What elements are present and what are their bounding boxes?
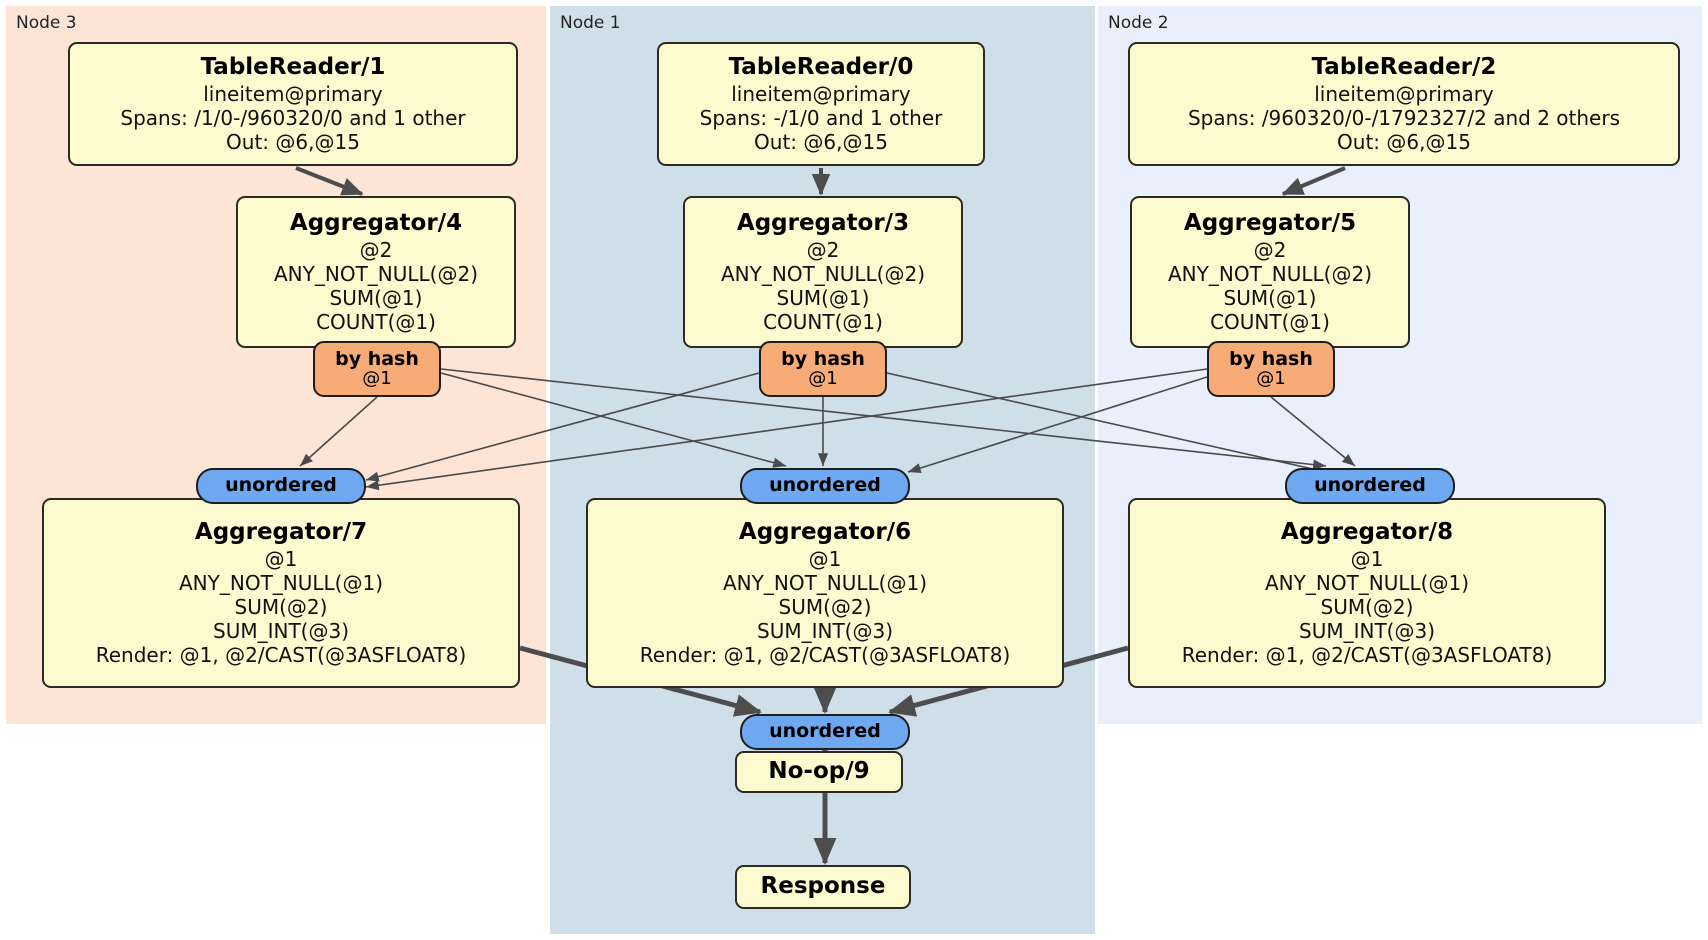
processor-detail-line: Out: @6,@15	[226, 129, 360, 154]
processor-detail-line: lineitem@primary	[731, 81, 911, 106]
badge-primary-label: by hash	[781, 347, 865, 370]
processor-detail-line: Render: @1, @2/CAST(@3ASFLOAT8)	[95, 642, 467, 667]
badge-unordered-agg8[interactable]: unordered	[1285, 468, 1455, 504]
processor-detail-line: SUM_INT(@3)	[757, 618, 893, 643]
processor-title: No-op/9	[768, 758, 870, 785]
processor-detail-line: Out: @6,@15	[754, 129, 888, 154]
edge-hash-to-unordered	[299, 396, 378, 467]
badge-primary-label: unordered	[769, 474, 881, 497]
processor-detail-line: lineitem@primary	[1314, 81, 1494, 106]
edge-hash-to-unordered	[1270, 396, 1356, 467]
processor-detail-line: SUM(@1)	[329, 285, 423, 310]
edge-reader-to-aggregator	[1281, 166, 1346, 196]
processor-title: Aggregator/5	[1183, 210, 1357, 237]
processor-detail-line: Render: @1, @2/CAST(@3ASFLOAT8)	[1181, 642, 1553, 667]
processor-title: TableReader/1	[200, 54, 386, 81]
processor-detail-line: @2	[1253, 237, 1287, 262]
processor-detail-line: SUM(@2)	[1320, 594, 1414, 619]
processor-detail-line: COUNT(@1)	[763, 309, 883, 334]
processor-detail-line: SUM(@2)	[778, 594, 872, 619]
node-panel-label-node2: Node 2	[1108, 13, 1169, 33]
badge-primary-label: by hash	[335, 347, 419, 370]
badge-primary-label: unordered	[769, 720, 881, 743]
badge-hash-agg3[interactable]: by hash@1	[759, 341, 887, 397]
edge-hash-to-unordered	[365, 372, 760, 482]
processor-title: Response	[760, 873, 886, 900]
edge-hash-to-unordered	[907, 376, 1208, 474]
edges-hash-to-unordered	[299, 368, 1356, 491]
processor-detail-line: SUM(@1)	[1223, 285, 1317, 310]
processor-detail-line: @2	[359, 237, 393, 262]
badge-hash-agg4[interactable]: by hash@1	[313, 341, 441, 397]
edge-hash-to-unordered	[365, 368, 1208, 491]
processor-detail-line: @1	[1350, 546, 1384, 571]
processor-detail-line: lineitem@primary	[203, 81, 383, 106]
processor-detail-line: SUM_INT(@3)	[1299, 618, 1435, 643]
processor-detail-line: ANY_NOT_NULL(@1)	[723, 570, 927, 595]
processor-detail-line: SUM(@2)	[234, 594, 328, 619]
processor-detail-line: Spans: /1/0-/960320/0 and 1 other	[120, 105, 466, 130]
processor-title: Aggregator/8	[1280, 519, 1454, 546]
processor-detail-line: @2	[806, 237, 840, 262]
processor-response[interactable]: Response	[735, 865, 911, 909]
edge-hash-to-unordered	[440, 372, 787, 468]
processor-title: TableReader/2	[1311, 54, 1497, 81]
processor-detail-line: ANY_NOT_NULL(@2)	[1168, 261, 1372, 286]
processor-detail-line: @1	[808, 546, 842, 571]
processor-detail-line: Out: @6,@15	[1337, 129, 1471, 154]
processor-detail-line: Spans: /960320/0-/1792327/2 and 2 others	[1187, 105, 1620, 130]
processor-detail-line: ANY_NOT_NULL(@2)	[721, 261, 925, 286]
badge-unordered-noop[interactable]: unordered	[740, 714, 910, 750]
badge-primary-label: by hash	[1229, 347, 1313, 370]
processor-title: Aggregator/6	[738, 519, 912, 546]
badge-secondary-label: @1	[362, 367, 392, 389]
badge-primary-label: unordered	[1314, 474, 1426, 497]
edge-hash-to-unordered	[440, 368, 1327, 470]
badge-unordered-agg6[interactable]: unordered	[740, 468, 910, 504]
node-panel-label-node1: Node 1	[560, 13, 621, 33]
processor-title: Aggregator/3	[736, 210, 910, 237]
badge-hash-agg5[interactable]: by hash@1	[1207, 341, 1335, 397]
node-panel-label-node3: Node 3	[16, 13, 77, 33]
badge-secondary-label: @1	[808, 367, 838, 389]
processor-detail-line: Render: @1, @2/CAST(@3ASFLOAT8)	[639, 642, 1011, 667]
processor-detail-line: SUM_INT(@3)	[213, 618, 349, 643]
edge-hash-to-unordered	[886, 372, 1327, 475]
processor-title: Aggregator/4	[289, 210, 463, 237]
edges-reader-to-aggregator	[295, 166, 1346, 196]
edge-reader-to-aggregator	[295, 166, 364, 196]
processor-noop9[interactable]: No-op/9	[735, 751, 903, 793]
processor-detail-line: ANY_NOT_NULL(@1)	[1265, 570, 1469, 595]
processor-title: TableReader/0	[728, 54, 914, 81]
processor-title: Aggregator/7	[194, 519, 368, 546]
badge-primary-label: unordered	[225, 474, 337, 497]
badge-unordered-agg7[interactable]: unordered	[196, 468, 366, 504]
processor-detail-line: ANY_NOT_NULL(@1)	[179, 570, 383, 595]
processor-detail-line: SUM(@1)	[776, 285, 870, 310]
processor-detail-line: ANY_NOT_NULL(@2)	[274, 261, 478, 286]
processor-detail-line: COUNT(@1)	[316, 309, 436, 334]
processor-detail-line: COUNT(@1)	[1210, 309, 1330, 334]
processor-detail-line: Spans: -/1/0 and 1 other	[699, 105, 943, 130]
badge-secondary-label: @1	[1256, 367, 1286, 389]
processor-detail-line: @1	[264, 546, 298, 571]
